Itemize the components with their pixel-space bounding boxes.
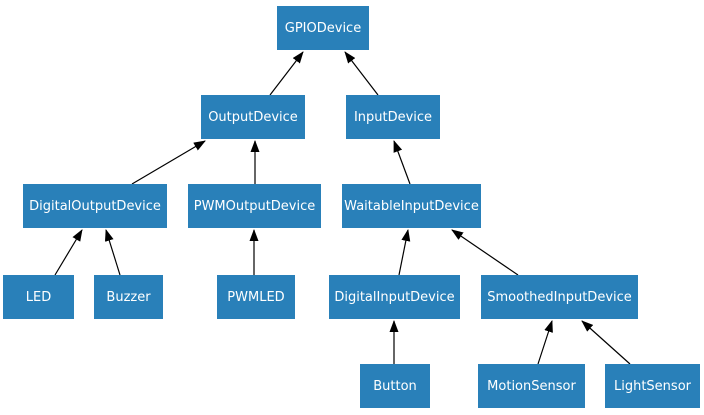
node-label: PWMOutputDevice: [193, 198, 316, 214]
node-buzzer: Buzzer: [94, 275, 163, 319]
node-label: MotionSensor: [487, 378, 576, 394]
node-pwmoutputdevice: PWMOutputDevice: [188, 184, 321, 228]
node-digitalinputdevice: DigitalInputDevice: [329, 275, 460, 319]
node-smoothedinputdevice: SmoothedInputDevice: [481, 275, 638, 319]
edge-smoothedinputdevice-to-waitableinputdevice: [451, 229, 519, 276]
edge-lightsensor-to-smoothedinputdevice: [581, 320, 631, 365]
edge-motionsensor-to-smoothedinputdevice: [537, 320, 553, 365]
node-waitableinputdevice: WaitableInputDevice: [342, 184, 481, 228]
node-button: Button: [360, 364, 430, 408]
edge-waitableinputdevice-to-inputdevice: [393, 140, 411, 185]
node-motionsensor: MotionSensor: [478, 364, 585, 408]
node-gpiodevice: GPIODevice: [277, 6, 369, 50]
node-label: LED: [25, 289, 52, 305]
edge-outputdevice-to-gpiodevice: [269, 51, 304, 96]
node-outputdevice: OutputDevice: [201, 95, 305, 139]
edge-led-to-digitaloutputdevice: [54, 229, 83, 276]
edge-digitaloutputdevice-to-outputdevice: [131, 140, 206, 185]
node-pwmled: PWMLED: [217, 275, 295, 319]
node-inputdevice: InputDevice: [346, 95, 440, 139]
node-digitaloutputdevice: DigitalOutputDevice: [23, 184, 167, 228]
node-label: DigitalInputDevice: [334, 289, 455, 305]
edge-inputdevice-to-gpiodevice: [344, 51, 379, 96]
node-label: InputDevice: [353, 109, 433, 125]
node-label: DigitalOutputDevice: [29, 198, 161, 214]
node-label: OutputDevice: [208, 109, 298, 125]
node-label: Button: [373, 378, 417, 394]
node-label: GPIODevice: [284, 20, 362, 36]
node-label: Buzzer: [106, 289, 151, 305]
edge-buzzer-to-digitaloutputdevice: [104, 229, 121, 276]
edge-digitalinputdevice-to-waitableinputdevice: [398, 229, 411, 276]
node-label: WaitableInputDevice: [344, 198, 479, 214]
node-label: PWMLED: [227, 289, 285, 305]
node-led: LED: [3, 275, 74, 319]
node-lightsensor: LightSensor: [605, 364, 700, 408]
node-label: SmoothedInputDevice: [487, 289, 632, 305]
node-label: LightSensor: [613, 378, 691, 394]
